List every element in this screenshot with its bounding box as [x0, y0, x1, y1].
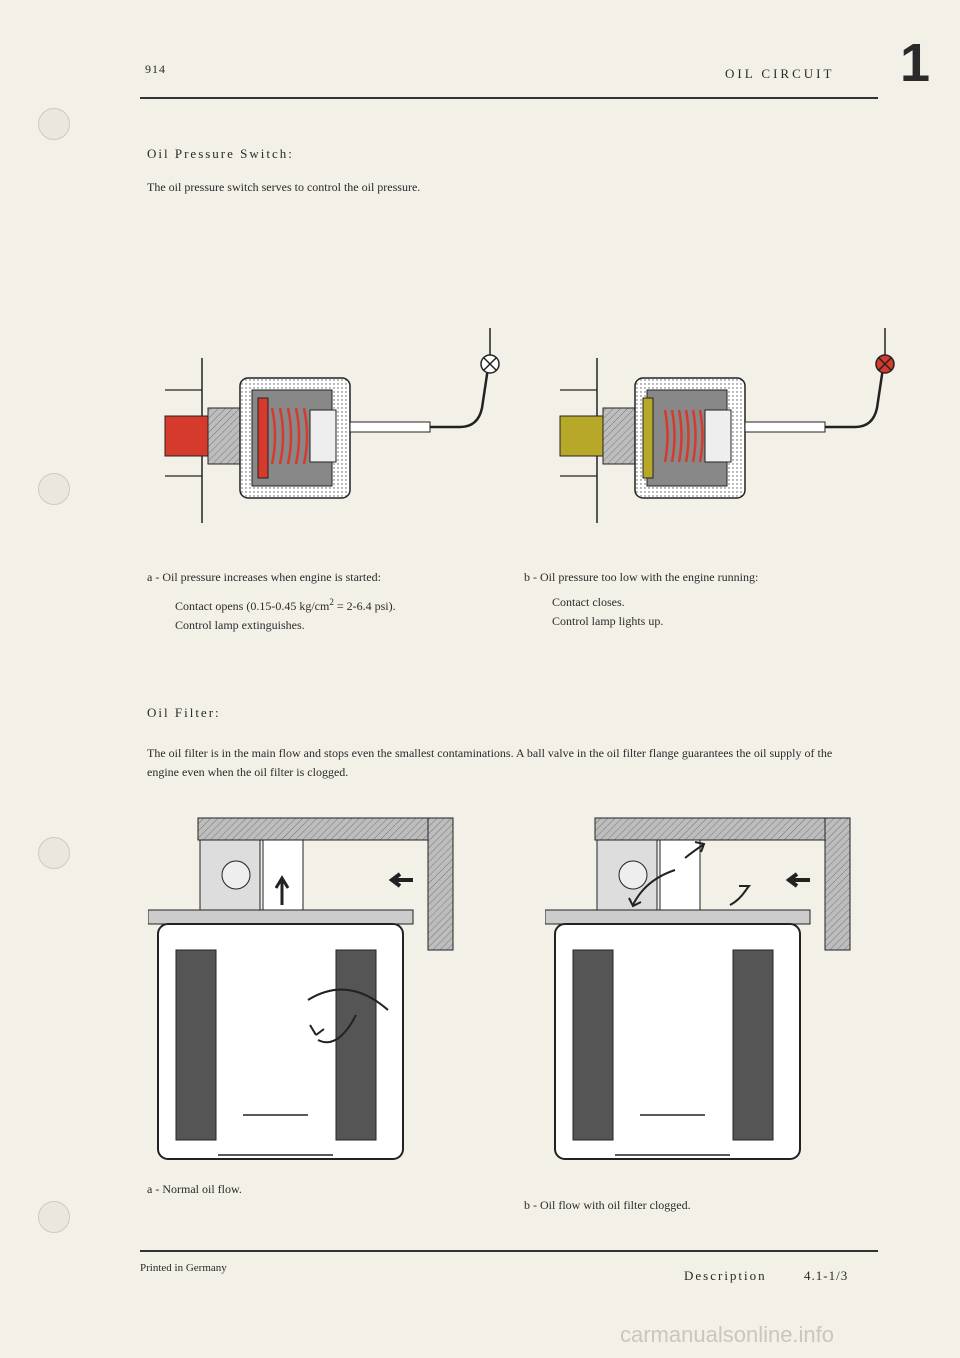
oil-filter-caption-a: a - Normal oil flow.	[147, 1182, 242, 1196]
caption-a-title: a - Oil pressure increases when engine i…	[147, 570, 381, 584]
page-title: OIL CIRCUIT	[725, 66, 835, 81]
watermark: carmanualsonline.info	[620, 1322, 835, 1347]
oil-filter-intro: The oil filter is in the main flow and s…	[147, 746, 833, 779]
oil-pressure-switch-intro: The oil pressure switch serves to contro…	[147, 180, 421, 194]
caption-b-line2: Control lamp lights up.	[552, 614, 664, 628]
printed-in-label: Printed in Germany	[140, 1262, 227, 1274]
header-rule	[140, 97, 878, 99]
pressure-switch-caption-b: b - Oil pressure too low with the engine…	[524, 568, 874, 631]
binder-hole	[38, 473, 70, 505]
oil-pressure-switch-heading: Oil Pressure Switch:	[147, 146, 294, 161]
pressure-switch-diagram-b	[559, 328, 895, 523]
oil-filter-caption-b: b - Oil flow with oil filter clogged.	[524, 1198, 691, 1212]
binder-hole	[38, 108, 70, 140]
footer-rule	[140, 1250, 878, 1252]
caption-b-title: b - Oil pressure too low with the engine…	[524, 570, 759, 584]
binder-hole	[38, 837, 70, 869]
footer-description-label: Description	[684, 1268, 767, 1283]
caption-a-line1: Contact opens (0.15-0.45 kg/cm2 = 2-6.4 …	[175, 597, 396, 613]
caption-a-line2: Control lamp extinguishes.	[175, 618, 305, 632]
section-number: 1	[900, 33, 931, 93]
pressure-switch-caption-a: a - Oil pressure increases when engine i…	[147, 568, 507, 635]
oil-filter-diagram-a	[148, 817, 454, 1160]
page-number: 4.1-1/3	[804, 1268, 849, 1283]
pressure-switch-diagram-a	[164, 328, 500, 523]
binder-hole	[38, 1201, 70, 1233]
oil-filter-diagram-b	[545, 817, 851, 1160]
model-code: 914	[145, 62, 166, 76]
oil-filter-heading: Oil Filter:	[147, 705, 221, 720]
caption-b-line1: Contact closes.	[552, 595, 625, 609]
